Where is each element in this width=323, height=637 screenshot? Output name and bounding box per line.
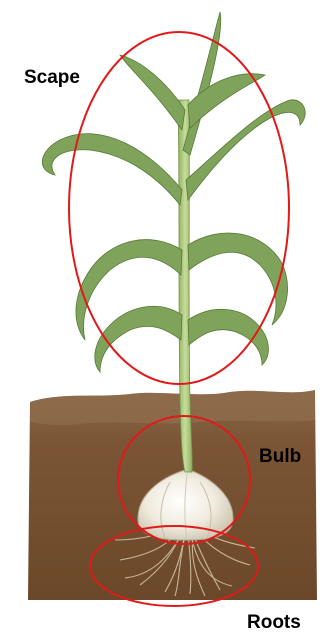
scape-label: Scape (24, 68, 80, 87)
bulb-label: Bulb (259, 447, 301, 466)
roots-label: Roots (247, 613, 301, 632)
